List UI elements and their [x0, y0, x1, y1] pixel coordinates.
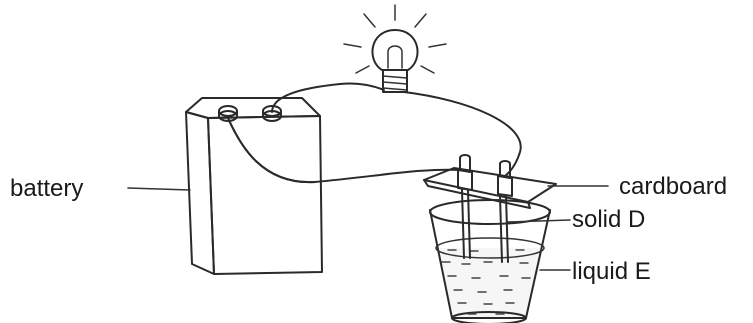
pointer-lines [127, 185, 609, 271]
battery-pointer [127, 187, 191, 191]
liquid-e [436, 248, 544, 318]
wire-battery-to-electrode [227, 117, 463, 184]
wire-battery-to-bulb [271, 82, 385, 113]
solid-d-label: solid D [572, 206, 645, 233]
cardboard-label: cardboard [619, 173, 727, 200]
liquid-e-label: liquid E [572, 258, 651, 285]
battery [185, 97, 323, 275]
cardboard [423, 167, 557, 209]
solid-pointer [507, 219, 571, 223]
solid-d-electrodes [457, 154, 513, 263]
beaker [429, 199, 551, 323]
liquid-dashes [441, 249, 531, 315]
battery-label: battery [10, 175, 83, 202]
light-bulb [343, 4, 447, 93]
light-rays [343, 4, 447, 74]
wire-bulb-to-electrode [403, 91, 522, 177]
